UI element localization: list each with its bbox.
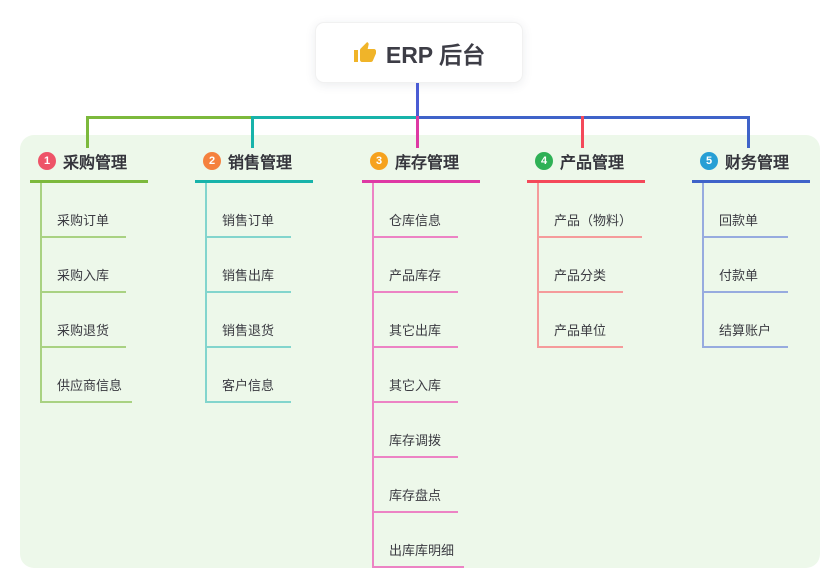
child-node[interactable]: 产品分类 [539,238,645,293]
child-node-label: 供应商信息 [42,375,133,403]
branch-drop-line [251,116,254,148]
child-node[interactable]: 产品单位 [539,293,645,348]
thumbs-up-icon [353,41,376,62]
branch-number-badge: 1 [38,152,56,170]
child-node[interactable]: 客户信息 [207,348,313,403]
child-node-label: 库存盘点 [374,485,458,513]
branch-label: 财务管理 [725,155,790,172]
child-node-label: 仓库信息 [374,210,458,238]
child-node-label: 销售订单 [207,210,291,238]
branch-header[interactable]: 5 财务管理 [692,146,810,183]
child-node-label: 采购订单 [42,210,126,238]
child-node[interactable]: 其它入库 [374,348,480,403]
child-node-label: 客户信息 [207,375,291,403]
branch-number-badge: 2 [203,152,221,170]
child-node-label: 销售出库 [207,265,291,293]
branch-header[interactable]: 2 销售管理 [195,146,313,183]
child-node-label: 付款单 [704,265,788,293]
child-node-label: 产品分类 [539,265,623,293]
child-node-label: 回款单 [704,210,788,238]
branch-number-badge: 5 [700,152,718,170]
child-node[interactable]: 产品（物料） [539,183,645,238]
branch-产品管理: 4 产品管理 产品（物料） 产品分类产品单位 [527,146,645,348]
child-node[interactable]: 采购退货 [42,293,148,348]
child-node[interactable]: 供应商信息 [42,348,148,403]
branch-库存管理: 3 库存管理 仓库信息产品库存其它出库其它入库库存调拨库存盘点出库库明细 [362,146,480,568]
child-node-label: 库存调拨 [374,430,458,458]
branch-销售管理: 2 销售管理 销售订单销售出库销售退货客户信息 [195,146,313,403]
child-node[interactable]: 库存盘点 [374,458,480,513]
child-node-label: 其它入库 [374,375,458,403]
child-node-label: 出库库明细 [374,540,465,568]
child-node[interactable]: 其它出库 [374,293,480,348]
branch-drop-line [747,116,750,148]
branch-children: 销售订单销售出库销售退货客户信息 [205,183,313,403]
child-node[interactable]: 结算账户 [704,293,810,348]
branch-label: 产品管理 [560,155,625,172]
branch-number-badge: 3 [370,152,388,170]
child-node-label: 产品库存 [374,265,458,293]
root-node-erp[interactable]: ERP 后台 [315,22,523,83]
root-stem-line [416,83,419,117]
map-background [20,135,820,568]
trunk-line-teal [251,116,419,119]
child-node[interactable]: 采购订单 [42,183,148,238]
branch-children: 产品（物料） 产品分类产品单位 [537,183,645,348]
child-node[interactable]: 出库库明细 [374,513,480,568]
trunk-line-green [86,116,253,119]
child-node[interactable]: 产品库存 [374,238,480,293]
branch-财务管理: 5 财务管理 回款单付款单结算账户 [692,146,810,348]
child-node-label: 采购退货 [42,320,126,348]
branch-number-badge: 4 [535,152,553,170]
branch-children: 仓库信息产品库存其它出库其它入库库存调拨库存盘点出库库明细 [372,183,480,568]
child-node-label: 产品（物料） [539,210,643,238]
branch-drop-line [581,116,584,148]
child-node-label: 结算账户 [704,320,788,348]
child-node[interactable]: 采购入库 [42,238,148,293]
branch-header[interactable]: 4 产品管理 [527,146,645,183]
child-node[interactable]: 销售订单 [207,183,313,238]
branch-children: 回款单付款单结算账户 [702,183,810,348]
branch-label: 采购管理 [63,155,128,172]
branch-header[interactable]: 1 采购管理 [30,146,148,183]
child-node-label: 产品单位 [539,320,623,348]
child-node[interactable]: 销售退货 [207,293,313,348]
branch-header[interactable]: 3 库存管理 [362,146,480,183]
child-node[interactable]: 回款单 [704,183,810,238]
root-title: ERP 后台 [385,41,486,68]
child-node-label: 其它出库 [374,320,458,348]
branch-label: 销售管理 [228,155,293,172]
branch-label: 库存管理 [395,155,460,172]
branch-drop-line [86,116,89,148]
branch-children: 采购订单采购入库采购退货供应商信息 [40,183,148,403]
branch-drop-line [416,116,419,148]
child-node[interactable]: 付款单 [704,238,810,293]
child-node-label: 销售退货 [207,320,291,348]
child-node[interactable]: 库存调拨 [374,403,480,458]
trunk-line-blue [419,116,750,119]
child-node-label: 采购入库 [42,265,126,293]
child-node[interactable]: 销售出库 [207,238,313,293]
child-node[interactable]: 仓库信息 [374,183,480,238]
branch-采购管理: 1 采购管理 采购订单采购入库采购退货供应商信息 [30,146,148,403]
